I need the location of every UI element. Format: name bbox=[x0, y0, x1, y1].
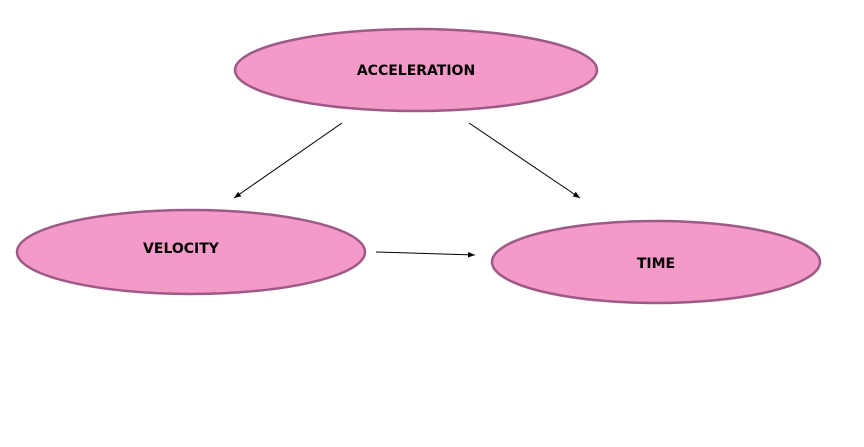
node-acceleration-label: ACCELERATION bbox=[357, 63, 475, 79]
node-velocity-label: VELOCITY bbox=[143, 241, 220, 257]
edge-acceleration-to-velocity bbox=[233, 122, 343, 199]
node-acceleration: ACCELERATION bbox=[233, 27, 599, 113]
node-time-label: TIME bbox=[637, 256, 675, 272]
node-time: TIME bbox=[490, 219, 822, 305]
node-velocity-shape bbox=[15, 208, 367, 296]
node-acceleration-shape bbox=[233, 27, 599, 113]
node-time-shape bbox=[490, 219, 822, 305]
node-velocity: VELOCITY bbox=[15, 208, 367, 296]
edge-velocity-to-time bbox=[375, 251, 476, 258]
edge-acceleration-to-time bbox=[468, 122, 581, 199]
